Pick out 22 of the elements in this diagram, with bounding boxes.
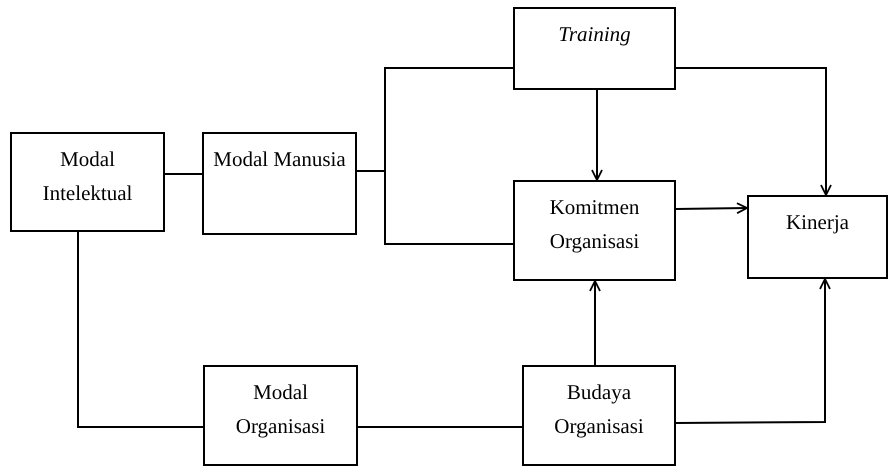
box-label: Budaya Organisasi — [553, 379, 645, 440]
box-label: Training — [557, 21, 632, 48]
arrow — [676, 278, 831, 424]
process-box — [202, 132, 357, 235]
box-label: Modal Manusia — [212, 146, 347, 173]
process-box — [522, 365, 676, 466]
process-box — [513, 7, 676, 90]
box-label: Modal Organisasi — [234, 379, 326, 440]
connector-line — [77, 232, 203, 428]
arrow — [676, 202, 748, 214]
box-label: Kinerja — [785, 209, 850, 236]
process-box — [747, 195, 888, 279]
connector-line — [358, 426, 522, 428]
process-box — [513, 180, 676, 281]
box-label: Komitmen Organisasi — [548, 194, 640, 255]
arrow — [589, 280, 601, 365]
connector-line — [165, 173, 202, 175]
process-box — [203, 365, 358, 466]
process-box — [10, 132, 165, 232]
arrow — [676, 67, 832, 196]
arrow — [591, 90, 603, 181]
box-label: Modal Intelektual — [42, 146, 134, 207]
